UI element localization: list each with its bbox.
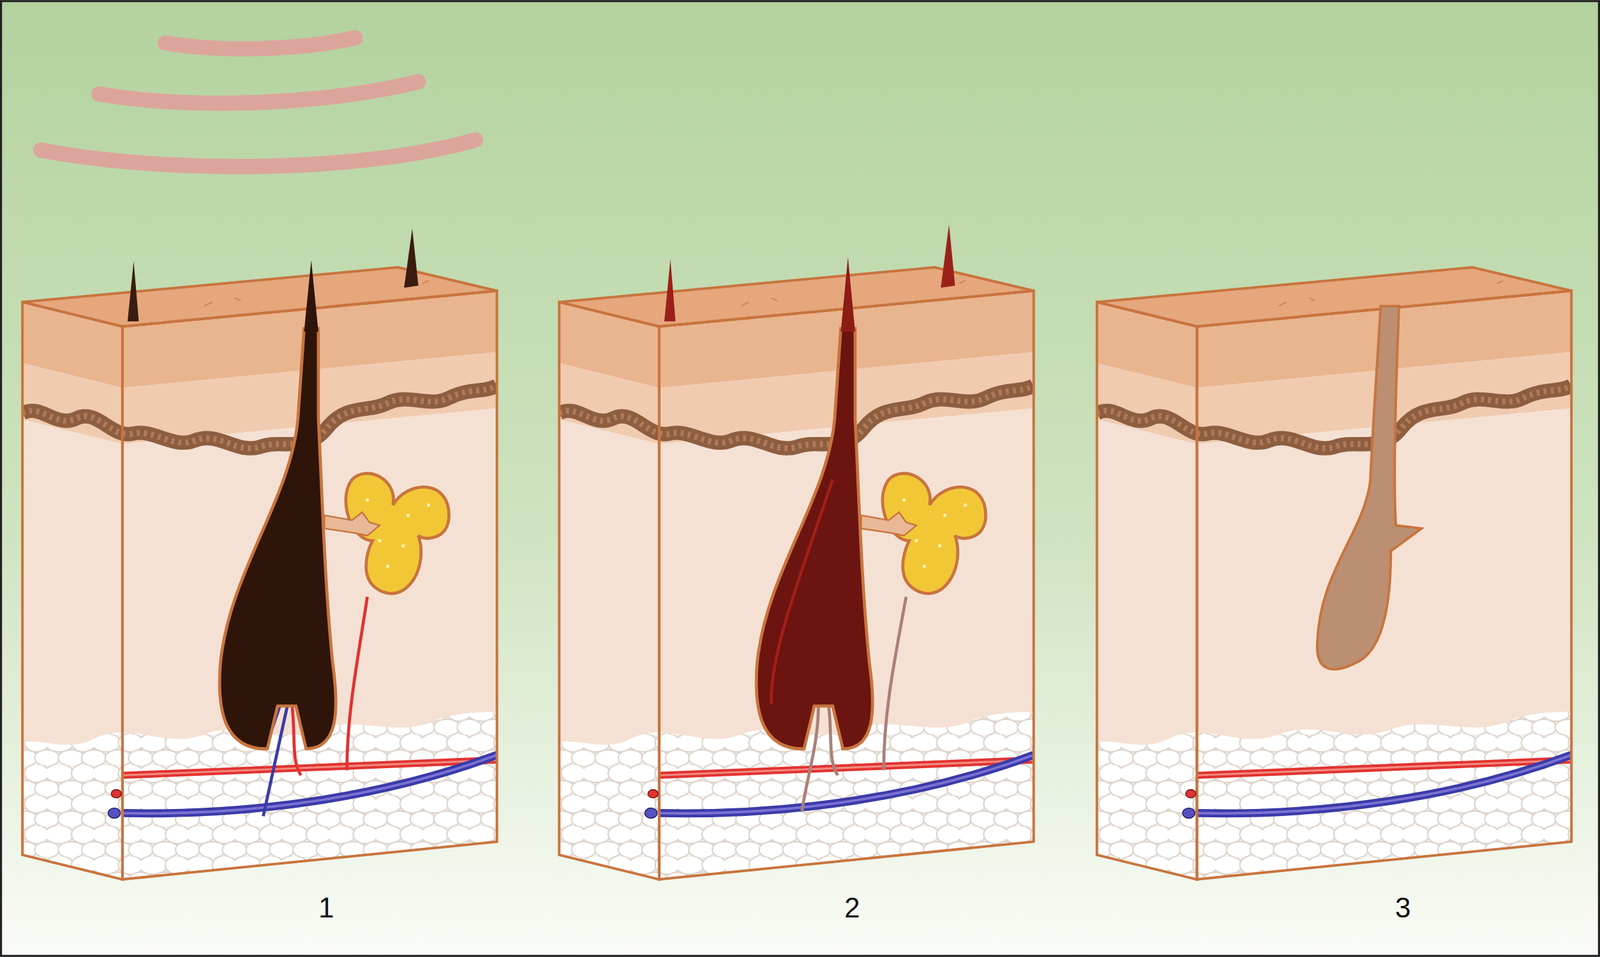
- skin-block: [1074, 255, 1600, 919]
- panel-number: 2: [844, 892, 860, 924]
- panel-number: 3: [1395, 892, 1411, 924]
- laser-waves: [40, 37, 476, 167]
- panel-number: 1: [318, 892, 334, 924]
- skin-block: [0, 228, 531, 919]
- skin-block: [536, 224, 1068, 919]
